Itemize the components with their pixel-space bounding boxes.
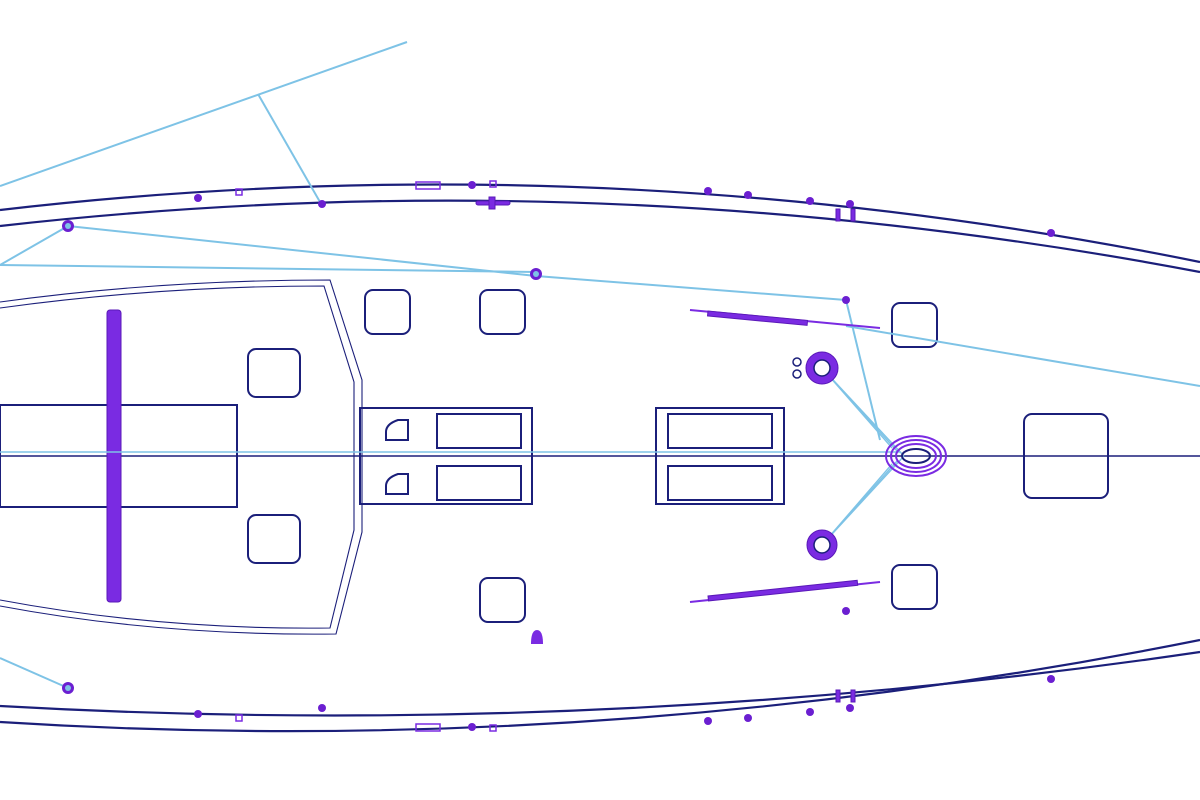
stanchion-base (744, 714, 752, 722)
vent-cowl (531, 630, 543, 644)
fan-line-6 (821, 455, 905, 546)
stanchion-base (846, 704, 854, 712)
skylight-pane-upper (667, 413, 773, 449)
dorade-lower (436, 465, 522, 501)
deck-hatch-1 (364, 289, 411, 335)
bitt-left (835, 689, 841, 703)
hull (0, 183, 1200, 733)
sheet-line-3 (0, 264, 537, 273)
jib-sheet (845, 325, 1200, 387)
dorade-upper (436, 413, 522, 449)
winch-lower (806, 529, 838, 561)
chainplate-upper-eye (65, 223, 71, 229)
hull-inner-bottom (0, 650, 1200, 717)
fairlead (489, 180, 497, 188)
cleat-block (415, 723, 441, 732)
bitt-left (835, 208, 841, 222)
fairlead (235, 714, 243, 722)
winch-upper (792, 351, 839, 385)
coachroof-inner (0, 285, 355, 629)
deck-hatch-4 (891, 302, 938, 348)
rail-fittings-lower (194, 675, 1055, 732)
mast-base (885, 435, 947, 477)
deck-hatch-2 (479, 289, 526, 335)
cleat-block (415, 181, 441, 190)
mast-section (901, 448, 931, 464)
winch-upper-aux-1 (792, 357, 802, 367)
shroud-spreader (257, 93, 321, 203)
genoa-track-lower-car (707, 579, 859, 602)
block-fwd (842, 296, 850, 304)
stanchion-base (194, 710, 202, 718)
hull-inner-top (0, 199, 1200, 274)
stanchion-base (806, 197, 814, 205)
chainplate-lower-eye (65, 685, 71, 691)
sheet-line-2 (67, 225, 537, 277)
coachroof-outer (0, 279, 363, 635)
deck-fitting (842, 607, 850, 615)
chainplates (62, 220, 850, 694)
stanchion-base (1047, 229, 1055, 237)
stanchion-base (468, 723, 476, 731)
block-midship-eye (533, 271, 539, 277)
mast-area (359, 407, 533, 505)
stanchion-base (744, 191, 752, 199)
skylight-frame (655, 407, 785, 505)
mast-ring-3 (895, 443, 937, 469)
sheet-line-5 (845, 299, 881, 441)
deck-hatch-3 (479, 577, 526, 623)
sheet-line-4 (535, 275, 847, 301)
skylight-pane-lower (667, 465, 773, 501)
winch-lower-cap (813, 536, 831, 554)
stanchion-base (318, 200, 326, 208)
stanchion-base (1047, 675, 1055, 683)
genoa-track-lower (689, 579, 881, 603)
genoa-track-upper-car (706, 310, 809, 326)
mast-box (359, 407, 533, 505)
mainsheet-traveller (106, 309, 122, 603)
stanchion-base (468, 181, 476, 189)
portlight-upper (247, 348, 301, 398)
genoa-track-upper (689, 309, 881, 329)
hull-outer-top (0, 183, 1200, 264)
stanchion-base (704, 717, 712, 725)
portlight-lower (247, 514, 301, 564)
fairlead (489, 724, 497, 732)
stanchion-base (704, 187, 712, 195)
forward-hatch (1023, 413, 1109, 499)
fairlead (235, 188, 243, 196)
bitt-right (850, 208, 856, 222)
hull-outer-bottom (0, 638, 1200, 733)
cleat-post (488, 196, 496, 210)
stanchion-base (194, 194, 202, 202)
fan-line-3 (821, 367, 905, 457)
vent-upper (385, 419, 409, 441)
bitt-right (850, 689, 856, 703)
winch-upper-cap (813, 359, 831, 377)
rigging (0, 41, 1200, 689)
stanchion-base (806, 708, 814, 716)
vent-lower (385, 473, 409, 495)
mast-ring-2 (890, 439, 942, 473)
stanchion-base (318, 704, 326, 712)
lower-shroud (0, 657, 69, 689)
deck-hatch-5 (891, 564, 938, 610)
winch-upper-aux-2 (792, 369, 802, 379)
sheet-line-1 (0, 225, 69, 266)
rail-fittings-upper (194, 180, 1055, 237)
forestay-upper (0, 41, 408, 187)
mast-ring-outer (885, 435, 947, 477)
stanchion-base (846, 200, 854, 208)
coachroof (0, 279, 363, 635)
skylight (655, 407, 785, 505)
